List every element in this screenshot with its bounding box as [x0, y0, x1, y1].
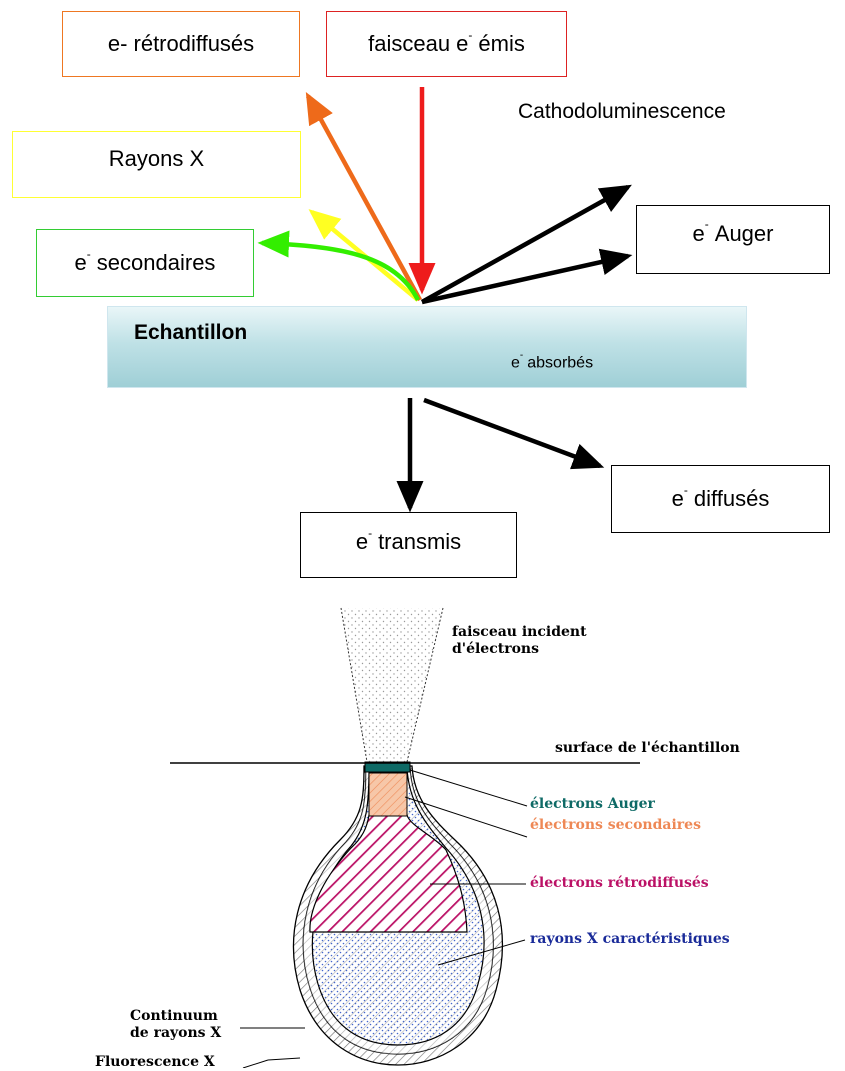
xray-label: rayons X caractéristiques: [530, 931, 730, 947]
secondary-box-label: e-secondaires: [74, 246, 216, 275]
emitted-beam-label: faisceau e-émis: [368, 27, 525, 56]
cathodo-label: Cathodoluminescence: [518, 100, 726, 123]
secondary-region: [368, 772, 408, 817]
emission-arrows: [257, 87, 633, 513]
transmitted-box-label: e-transmis: [355, 525, 462, 554]
secondary-label: électrons secondaires: [530, 817, 701, 833]
absorbed-label: e-absorbés: [511, 350, 594, 372]
auger-box: e-Auger: [636, 205, 830, 274]
continuum-label: Continuum de rayons X: [130, 1008, 222, 1041]
backscatter-label: électrons rétrodiffusés: [530, 875, 709, 891]
secondary-arrow: [257, 230, 421, 302]
auger-box-label: e-Auger: [692, 217, 774, 246]
emitted-beam-box: faisceau e-émis: [326, 11, 567, 77]
backscatter-box-label: e- rétrodiffusés: [107, 31, 255, 56]
emission-diagram: e- rétrodiffusés faisceau e-émis Cathodo…: [12, 11, 830, 578]
auger-arrow: [421, 248, 633, 305]
transmitted-box: e-transmis: [300, 512, 517, 578]
diffused-arrow: [423, 397, 605, 470]
fluorescence-label: Fluorescence X: [95, 1054, 215, 1070]
backscatter-volume: [309, 814, 468, 933]
cathodo-arrow: [420, 184, 632, 304]
incident-beam-label: faisceau incident d'électrons: [452, 624, 587, 657]
diffused-box-label: e-diffusés: [671, 482, 770, 511]
xray-box: Rayons X: [12, 131, 301, 198]
surface-label: surface de l'échantillon: [555, 740, 740, 756]
incident-beam-cone: [341, 608, 443, 762]
auger-label: électrons Auger: [530, 796, 655, 812]
sample-block: Echantillon e-absorbés: [107, 306, 747, 388]
diffused-box: e-diffusés: [611, 465, 830, 533]
backscatter-box: e- rétrodiffusés: [62, 11, 300, 77]
interaction-volume-figure: [170, 607, 640, 1068]
interaction-volume-diagram: faisceau incident d'électrons surface de…: [0, 600, 845, 1070]
secondary-box: e-secondaires: [36, 229, 254, 297]
xray-box-label: Rayons X: [108, 145, 205, 171]
auger-layer: [364, 761, 411, 773]
sample-title: Echantillon: [134, 321, 248, 344]
backscatter-arrow: [305, 92, 422, 302]
